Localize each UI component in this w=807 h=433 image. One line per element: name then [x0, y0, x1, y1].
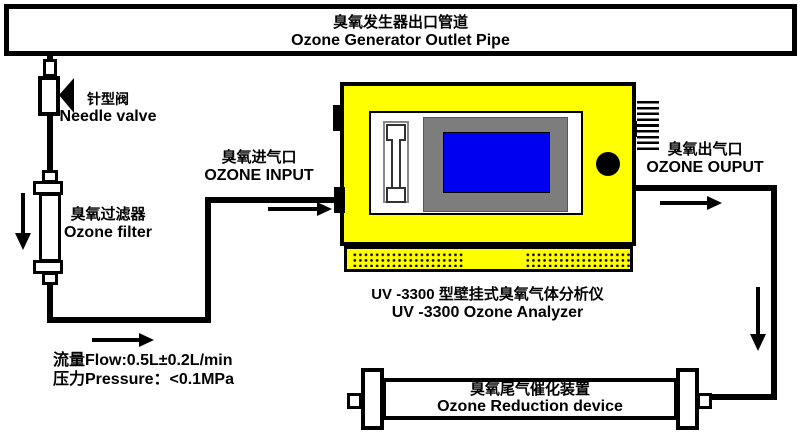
analyzer-caption-en: UV -3300 Ozone Analyzer: [391, 303, 584, 321]
pipe-to-input: [205, 197, 338, 203]
reduction-cap-left: [361, 368, 384, 430]
ozone-filter-label-zh: 臭氧过滤器: [70, 206, 146, 223]
reduction-device-label-en: Ozone Reduction device: [437, 398, 623, 416]
ozone-input-label-en: OZONE INPUT: [204, 166, 314, 184]
analyzer-caption-zh: UV -3300 型壁挂式臭氧气体分析仪: [371, 286, 604, 303]
needle-valve-horn-icon: [59, 78, 74, 113]
display-screen: [443, 132, 550, 193]
analyzer-inlet-port: [334, 187, 345, 213]
flow-arrow-specs-head-icon: [139, 333, 154, 347]
pipe-to-reduction: [711, 394, 777, 400]
pipe-filter-down: [47, 284, 53, 323]
flowmeter-bottom-fitting: [386, 187, 406, 203]
flow-arrow-output-shaft: [660, 201, 710, 205]
ozone-filter-label-en: Ozone filter: [63, 223, 152, 241]
outlet-ribs-icon: [637, 101, 659, 153]
flowmeter-tube: [391, 139, 401, 190]
reduction-cylinder: 臭氧尾气催化装置 Ozone Reduction device: [382, 378, 678, 420]
ozone-input-label-zh: 臭氧进气口: [221, 149, 297, 166]
needle-valve-body: [38, 76, 60, 116]
spec-text: 流量Flow:0.5L±0.2L/min 压力Pressure：<0.1MPa: [53, 351, 234, 389]
needle-valve-label-en: Needle valve: [59, 107, 157, 125]
vent-holes-right: [524, 251, 631, 267]
needle-valve-label: 针型阀 Needle valve: [58, 91, 158, 126]
reduction-cap-right: [676, 368, 699, 430]
analyzer-mounting-tab: [333, 105, 343, 131]
outlet-rib-bracket: [632, 121, 638, 137]
flow-arrow-filter-shaft: [21, 193, 25, 235]
flow-arrow-filter-head-icon: [15, 233, 31, 250]
generator-outlet-pipe-label-en: Ozone Generator Outlet Pipe: [291, 31, 510, 49]
ozone-filter-label: 臭氧过滤器 Ozone filter: [52, 206, 164, 242]
ozone-output-label-zh: 臭氧出气口: [667, 141, 743, 158]
ozone-input-label: 臭氧进气口 OZONE INPUT: [200, 149, 318, 185]
flow-arrow-output-head-icon: [707, 196, 722, 210]
analyzer-caption: UV -3300 型壁挂式臭氧气体分析仪 UV -3300 Ozone Anal…: [355, 286, 620, 322]
reduction-device-label-zh: 臭氧尾气催化装置: [469, 380, 590, 398]
spec-pressure: 压力Pressure：<0.1MPa: [53, 371, 234, 388]
pipe-output-horizontal: [634, 185, 777, 191]
generator-outlet-pipe-label-zh: 臭氧发生器出口管道: [332, 13, 468, 31]
needle-valve-neck: [43, 59, 57, 77]
pipe-valve-to-filter: [47, 116, 53, 172]
flow-arrow-input-head-icon: [317, 202, 332, 216]
flow-arrow-downright-head-icon: [750, 334, 766, 351]
pipe-horizontal-low: [47, 317, 211, 323]
power-knob: [596, 152, 620, 176]
flow-arrow-input-shaft: [268, 207, 320, 211]
pipe-output-riser: [771, 185, 777, 400]
reduction-nub-right: [697, 393, 712, 409]
generator-outlet-pipe-box: 臭氧发生器出口管道 Ozone Generator Outlet Pipe: [4, 4, 797, 56]
reduction-nub-left: [347, 393, 362, 409]
vent-holes-left: [351, 251, 463, 267]
pipe-riser: [205, 197, 211, 323]
ozone-filter-neck-bottom: [42, 272, 58, 285]
flow-arrow-downright-shaft: [756, 287, 760, 335]
ozone-output-label-en: OZONE OUPUT: [646, 158, 764, 176]
spec-flow: 流量Flow:0.5L±0.2L/min: [53, 352, 233, 369]
flow-arrow-specs-shaft: [92, 338, 142, 342]
needle-valve-label-zh: 针型阀: [87, 91, 129, 107]
ozone-output-label: 臭氧出气口 OZONE OUPUT: [645, 141, 765, 177]
